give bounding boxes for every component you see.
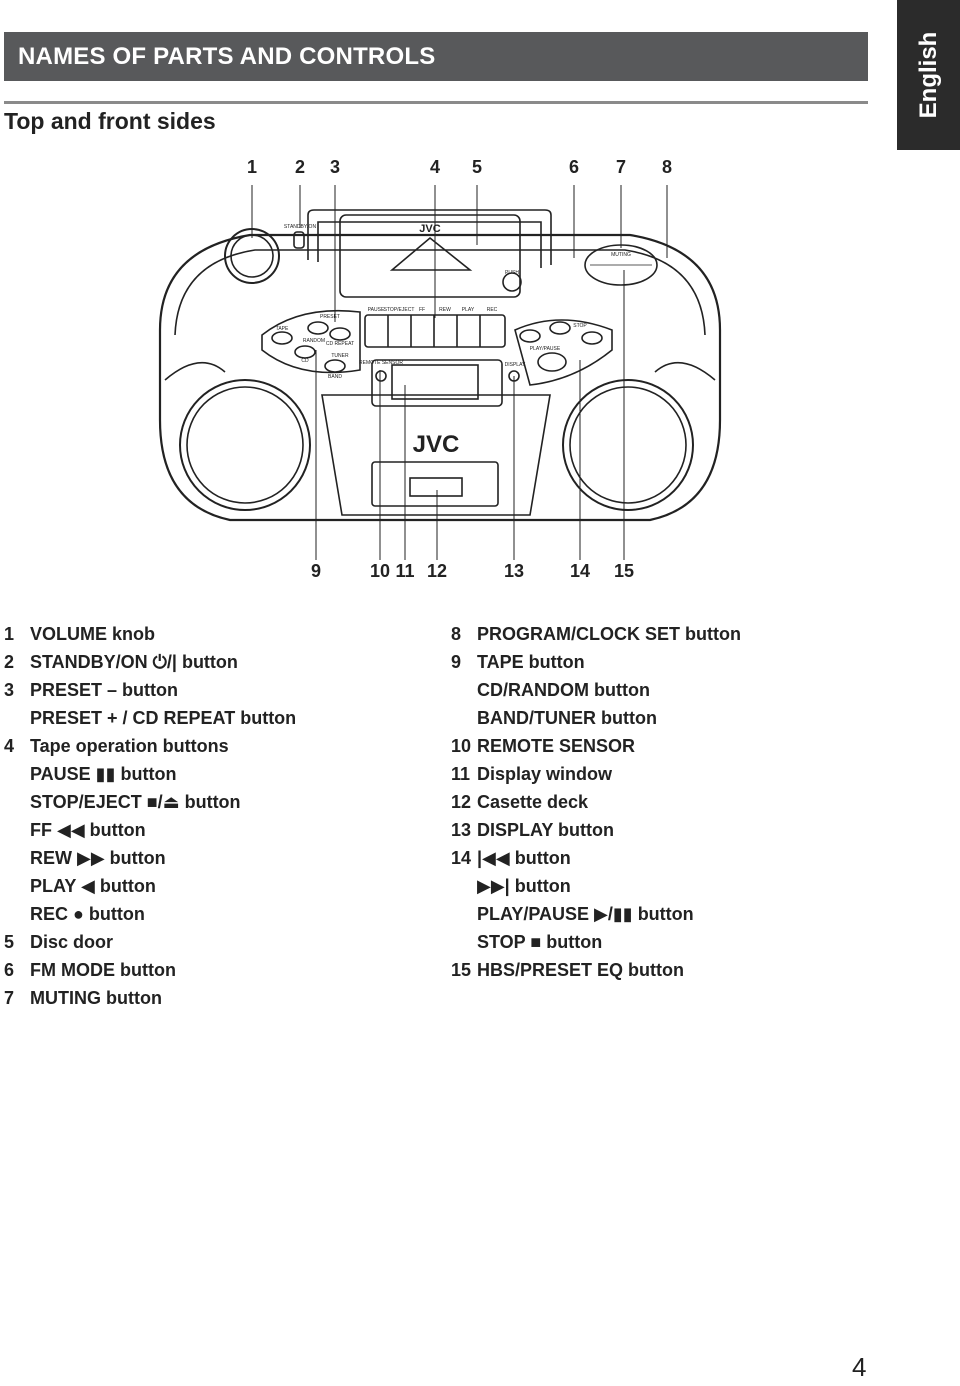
callout-14: 14 <box>569 561 591 581</box>
item-text: PRESET + / CD REPEAT button <box>30 708 297 728</box>
preset-label: PRESET <box>320 314 340 320</box>
item-text: Disc door <box>30 932 114 952</box>
callout-4: 4 <box>429 157 440 177</box>
callout-9: 9 <box>310 561 321 581</box>
item-number: 4 <box>4 736 15 756</box>
rec-label: REC <box>487 307 498 313</box>
item-number: 2 <box>4 652 15 672</box>
item-text: PAUSE ▮▮ button <box>30 764 177 784</box>
rew-label: REW <box>439 307 451 313</box>
callout-7: 7 <box>615 157 626 177</box>
item-text: CD/RANDOM button <box>477 680 650 700</box>
boombox-illustration: JVC PUSH STANDBY/ON MUTING PAUSE STOP/EJ… <box>158 185 722 560</box>
item-text: MUTING button <box>30 988 162 1008</box>
callout-1: 1 <box>246 157 257 177</box>
item-number: 6 <box>4 960 15 980</box>
item-text: PLAY ◀ button <box>30 876 156 896</box>
item-number: 1 <box>4 624 15 644</box>
callout-13: 13 <box>503 561 525 581</box>
item-text: STOP/EJECT ■/⏏ button <box>30 792 241 812</box>
item-text: PLAY/PAUSE ▶/▮▮ button <box>477 904 694 924</box>
item-number: 15 <box>451 960 472 980</box>
callout-12: 12 <box>426 561 448 581</box>
item-text: Casette deck <box>477 792 589 812</box>
item-text: STANDBY/ON ⏻/| button <box>30 652 238 672</box>
muting-label: MUTING <box>611 252 631 258</box>
pause-label: PAUSE <box>368 307 385 313</box>
item-text: STOP ■ button <box>477 932 603 952</box>
item-text: PRESET – button <box>30 680 178 700</box>
item-text: FF ◀◀ button <box>30 820 146 840</box>
language-tab: English <box>897 0 960 150</box>
language-label: English <box>914 31 942 119</box>
callout-3: 3 <box>329 157 340 177</box>
callout-15: 15 <box>613 561 635 581</box>
item-number: 14 <box>451 848 472 868</box>
cd-repeat-label: CD REPEAT <box>326 341 354 347</box>
item-number: 5 <box>4 932 15 952</box>
item-text: PROGRAM/CLOCK SET button <box>477 624 741 644</box>
remote-sensor-label: REMOTE SENSOR <box>359 360 403 366</box>
item-text: ▶▶| button <box>477 876 571 896</box>
item-number: 7 <box>4 988 15 1008</box>
lid-brand: JVC <box>419 223 440 235</box>
push-label: PUSH <box>505 270 519 276</box>
subsection-title: Top and front sides <box>4 108 216 134</box>
item-number: 8 <box>451 624 462 644</box>
cd-label: CD <box>301 358 309 364</box>
item-text: |◀◀ button <box>477 848 571 868</box>
item-text: REW ▶▶ button <box>30 848 166 868</box>
standby-label: STANDBY/ON <box>284 224 317 230</box>
item-number: 12 <box>451 792 472 812</box>
callout-2: 2 <box>294 157 305 177</box>
item-text: TAPE button <box>477 652 585 672</box>
item-text: VOLUME knob <box>30 624 155 644</box>
section-header: NAMES OF PARTS AND CONTROLS <box>4 32 868 81</box>
item-number: 10 <box>451 736 472 756</box>
ff-label: FF <box>419 307 425 313</box>
section-title: NAMES OF PARTS AND CONTROLS <box>18 43 436 70</box>
callout-8: 8 <box>661 157 672 177</box>
callout-11: 11 <box>395 561 415 581</box>
front-brand: JVC <box>413 431 460 458</box>
page-number: 4 <box>852 1352 867 1382</box>
play-pause-label: PLAY/PAUSE <box>530 346 561 352</box>
callout-10: 10 <box>369 561 391 581</box>
random-label: RANDOM <box>303 338 325 344</box>
item-text: FM MODE button <box>30 960 176 980</box>
item-text: BAND/TUNER button <box>477 708 657 728</box>
item-text: Display window <box>477 764 613 784</box>
item-text: Tape operation buttons <box>30 736 229 756</box>
item-number: 3 <box>4 680 15 700</box>
item-text: REMOTE SENSOR <box>477 736 636 756</box>
stop-label: STOP <box>573 323 587 329</box>
callout-6: 6 <box>568 157 579 177</box>
item-number: 9 <box>451 652 462 672</box>
play-label: PLAY <box>462 307 475 313</box>
item-number: 11 <box>451 764 471 784</box>
callout-5: 5 <box>471 157 482 177</box>
tuner-label: TUNER <box>331 353 349 359</box>
tape-buttons: PAUSE STOP/EJECT FF REW PLAY REC <box>364 307 506 348</box>
stop-eject-label: STOP/EJECT <box>384 307 415 313</box>
leader-lines <box>251 185 668 560</box>
item-text: REC ● button <box>30 904 145 924</box>
item-text: DISPLAY button <box>477 820 615 840</box>
band-label: BAND <box>328 374 342 380</box>
tape-label: TAPE <box>276 326 289 332</box>
item-text: HBS/PRESET EQ button <box>477 960 684 980</box>
header-divider <box>4 101 868 104</box>
display-label: DISPLAY <box>505 362 526 368</box>
item-number: 13 <box>451 820 472 840</box>
